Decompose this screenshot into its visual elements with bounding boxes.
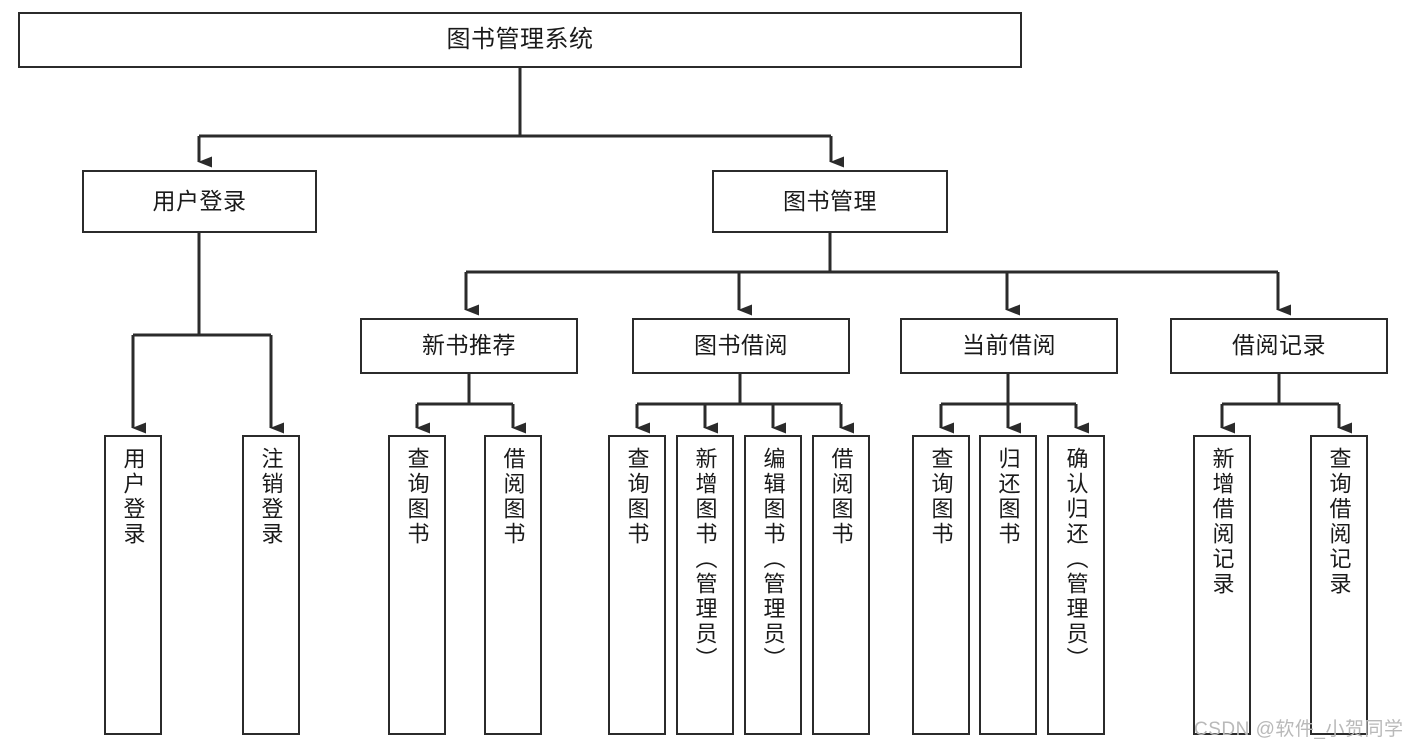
- leaf-label: 查询图书: [928, 447, 954, 547]
- node-current-borrow[interactable]: 当前借阅: [900, 318, 1118, 374]
- node-book-management[interactable]: 图书管理: [712, 170, 948, 233]
- leaf-label: 查询借阅记录: [1326, 447, 1352, 597]
- leaf-label: 查询图书: [624, 447, 650, 547]
- node-leaf-query-book-1[interactable]: 查询图书: [388, 435, 446, 735]
- leaf-label: 新增借阅记录: [1209, 447, 1235, 597]
- node-leaf-add-book[interactable]: 新增图书（管理员）: [676, 435, 734, 735]
- csdn-watermark: CSDN @软件_小贺同学: [1194, 719, 1404, 740]
- node-leaf-borrow-book-2[interactable]: 借阅图书: [812, 435, 870, 735]
- node-leaf-add-record[interactable]: 新增借阅记录: [1193, 435, 1251, 735]
- leaf-label: 编辑图书（管理员）: [760, 447, 786, 672]
- leaf-label: 归还图书: [995, 447, 1021, 547]
- leaf-label: 确认归还（管理员）: [1063, 447, 1089, 672]
- leaf-label: 用户登录: [120, 447, 146, 547]
- node-new-book-recommend[interactable]: 新书推荐: [360, 318, 578, 374]
- leaf-label: 新增图书（管理员）: [692, 447, 718, 672]
- node-leaf-query-book-2[interactable]: 查询图书: [608, 435, 666, 735]
- node-leaf-confirm-return[interactable]: 确认归还（管理员）: [1047, 435, 1105, 735]
- node-leaf-return-book[interactable]: 归还图书: [979, 435, 1037, 735]
- leaf-label: 借阅图书: [828, 447, 854, 547]
- node-root-system[interactable]: 图书管理系统: [18, 12, 1022, 68]
- leaf-label: 查询图书: [404, 447, 430, 547]
- leaf-label: 借阅图书: [500, 447, 526, 547]
- node-borrow-record[interactable]: 借阅记录: [1170, 318, 1388, 374]
- node-leaf-borrow-book-1[interactable]: 借阅图书: [484, 435, 542, 735]
- node-book-borrow[interactable]: 图书借阅: [632, 318, 850, 374]
- node-leaf-logout-login[interactable]: 注销登录: [242, 435, 300, 735]
- node-leaf-query-book-3[interactable]: 查询图书: [912, 435, 970, 735]
- node-user-login[interactable]: 用户登录: [82, 170, 317, 233]
- node-leaf-edit-book[interactable]: 编辑图书（管理员）: [744, 435, 802, 735]
- leaf-label: 注销登录: [258, 447, 284, 547]
- node-leaf-user-login[interactable]: 用户登录: [104, 435, 162, 735]
- node-leaf-query-record[interactable]: 查询借阅记录: [1310, 435, 1368, 735]
